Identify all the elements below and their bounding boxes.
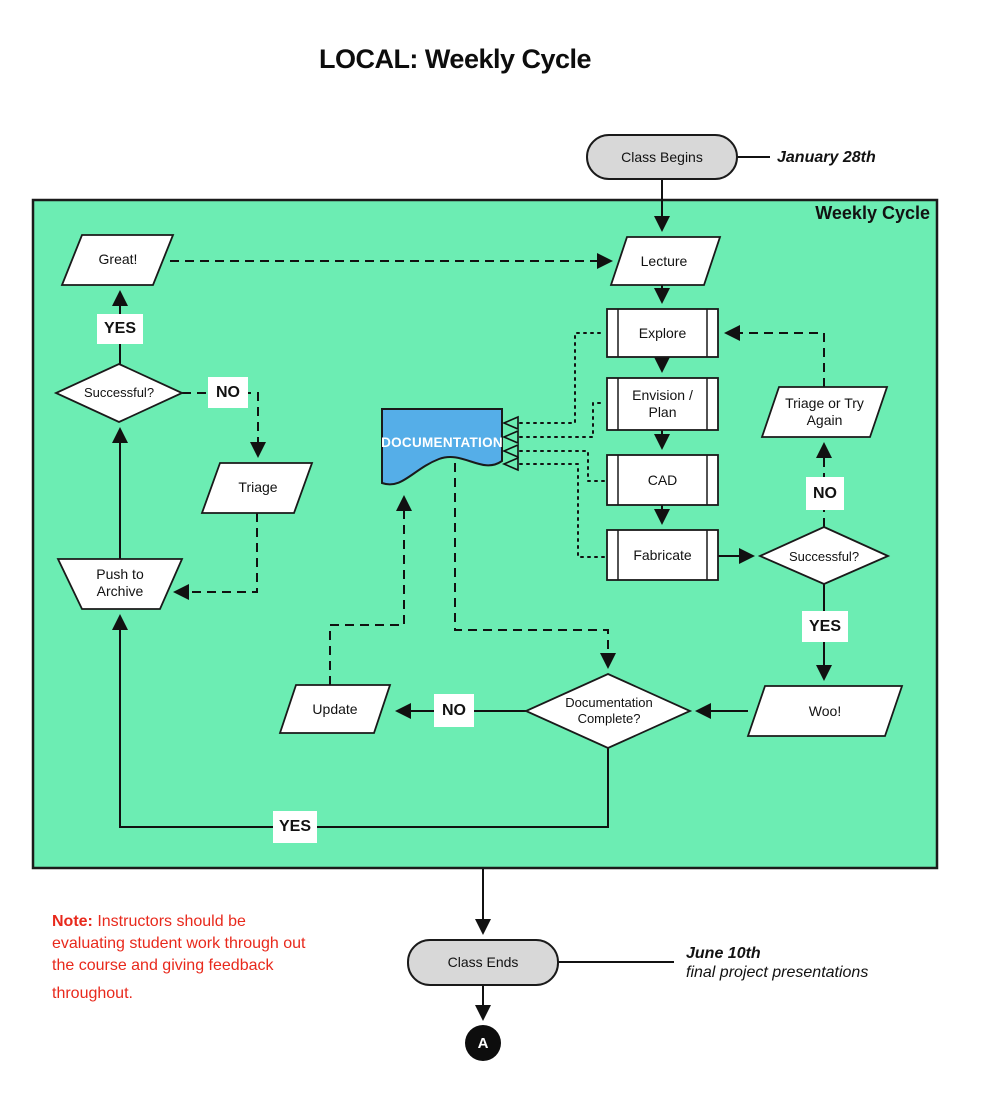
- doc-feed-arrow-2: [501, 429, 519, 445]
- node-triage-or-try-again: Triage or Try Again: [785, 395, 864, 428]
- cad-side-bars: [617, 455, 708, 505]
- label-yes-right: YES: [802, 611, 848, 642]
- end-date-subtitle: final project presentations: [686, 964, 869, 981]
- weekly-cycle-label: Weekly Cycle: [815, 203, 930, 223]
- great-shape: [60, 234, 175, 286]
- label-yes-bottom: YES: [273, 811, 317, 843]
- weekly-cycle-frame: [31, 198, 939, 870]
- doc-feed-arrow-3: [501, 443, 519, 459]
- edge-cad-doc-dotted: [519, 450, 606, 482]
- edge-explore-doc-dotted: [519, 332, 606, 424]
- edge-documentation-doccomplete: [454, 463, 616, 669]
- node-envision-plan: Envision / Plan: [632, 387, 693, 420]
- edge-triage-push-archive: [173, 513, 258, 600]
- node-lecture: Lecture: [640, 252, 688, 269]
- start-date-label: January 28th: [777, 149, 876, 166]
- explore-shape: [606, 308, 719, 358]
- triage-try-again-shape: [760, 386, 889, 438]
- fabricate-shape: [606, 529, 719, 581]
- instructor-note: Note: Instructors should be evaluating s…: [52, 911, 337, 1005]
- node-woo: Woo!: [808, 702, 842, 719]
- label-no-right: NO: [806, 477, 844, 510]
- node-cad: CAD: [647, 471, 678, 488]
- edge-doccomplete-yes-pusharchive: [112, 614, 609, 828]
- edge-tryagain-explore: [724, 325, 825, 387]
- note-line-1: Note: Instructors should be: [52, 911, 337, 933]
- node-class-begins: Class Begins: [621, 148, 703, 165]
- doc-feed-arrow-1: [501, 415, 519, 431]
- envision-side-bars: [617, 378, 708, 430]
- successful-left-shape: [53, 363, 185, 423]
- class-begins-shape: [586, 134, 738, 180]
- label-no-doc: NO: [434, 694, 474, 727]
- documentation-shape: [381, 408, 503, 486]
- cad-shape: [606, 454, 719, 506]
- node-fabricate: Fabricate: [633, 546, 692, 563]
- doc-feed-arrow-4: [501, 456, 519, 472]
- lecture-shape: [609, 236, 722, 286]
- connector-a-shape: [465, 1025, 501, 1061]
- note-line-2: evaluating student work through out: [52, 935, 306, 952]
- node-documentation: DOCUMENTATION: [381, 434, 503, 450]
- node-great: Great!: [98, 250, 138, 267]
- update-shape: [278, 684, 392, 734]
- node-documentation-complete: Documentation Complete?: [565, 695, 653, 726]
- edge-fabricate-doc-dotted: [519, 463, 606, 558]
- node-class-ends: Class Ends: [447, 954, 519, 970]
- explore-side-bars: [617, 309, 708, 357]
- fabricate-side-bars: [617, 530, 708, 580]
- note-line-1-text: Instructors should be: [92, 913, 246, 930]
- envision-plan-shape: [606, 377, 719, 431]
- successful-right-shape: [757, 526, 891, 585]
- node-explore: Explore: [638, 324, 687, 341]
- documentation-complete-shape: [523, 673, 693, 749]
- note-line-4: throughout.: [52, 985, 133, 1002]
- edge-update-documentation: [329, 495, 412, 685]
- node-push-to-archive: Push to Archive: [96, 566, 144, 599]
- node-update: Update: [312, 700, 358, 717]
- node-triage: Triage: [238, 478, 278, 495]
- label-yes-left: YES: [97, 314, 143, 344]
- node-successful-left: Successful?: [83, 385, 155, 400]
- edge-successful-left-no-triage: [182, 392, 266, 458]
- end-date-text: June 10th: [686, 945, 761, 962]
- class-ends-shape: [407, 939, 559, 986]
- page-title: LOCAL: Weekly Cycle: [318, 44, 592, 74]
- triage-shape: [200, 462, 314, 514]
- note-line-3: the course and giving feedback: [52, 957, 274, 974]
- woo-shape: [746, 685, 904, 737]
- connector-a-label: A: [477, 1034, 489, 1052]
- label-no-left: NO: [208, 377, 248, 408]
- push-to-archive-shape: [56, 558, 184, 610]
- end-date-label: June 10th final project presentations: [686, 944, 868, 982]
- note-prefix: Note:: [52, 913, 93, 930]
- edge-envision-doc-dotted: [519, 402, 606, 438]
- node-successful-right: Successful?: [788, 549, 860, 564]
